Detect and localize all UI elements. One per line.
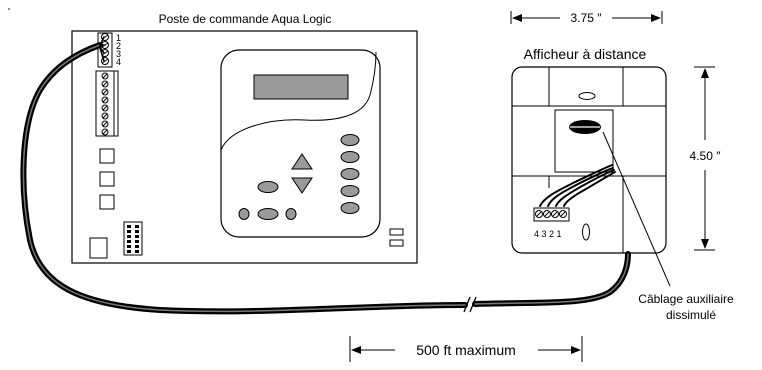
control-unit: Poste de commande Aqua Logic 1 2 3 4 (71, 12, 418, 264)
hidden-wiring-label-1: Câblage auxiliaire (638, 292, 734, 306)
keypad-button (257, 208, 279, 220)
component-square-1 (99, 148, 115, 164)
svg-text:4: 4 (116, 57, 121, 67)
keypad-module (220, 49, 381, 238)
component-led-1 (389, 228, 404, 236)
arrow-down-icon (291, 177, 313, 194)
keypad-button (257, 181, 279, 193)
remote-display: Afficheur à distance 4 3 2 1 (511, 46, 667, 254)
arrow-up-icon (291, 153, 313, 170)
component-square-3 (99, 194, 115, 210)
terminal-block-remote (533, 207, 570, 222)
height-dimension-label: 4.50 ″ (690, 149, 722, 163)
keypad-button (340, 134, 360, 146)
width-dimension-label: 3.75 ″ (571, 11, 603, 25)
interconnect-cable (20, 36, 631, 315)
svg-text:2: 2 (116, 41, 121, 51)
dimension-height: 4.50 ″ (690, 66, 722, 251)
keypad-button (340, 151, 360, 163)
cable-length-dimension: 500 ft maximum (349, 336, 583, 362)
terminal-numbers-control: 1 2 3 4 (116, 33, 121, 67)
hidden-wiring-callout: Câblage auxiliaire dissimulé (602, 131, 734, 322)
terminal-numbers-remote: 4 3 2 1 (534, 229, 562, 239)
cable-length-label: 500 ft maximum (416, 342, 516, 358)
stray-dot (8, 8, 10, 10)
keypad-button (340, 185, 360, 197)
component-square-4 (89, 237, 108, 259)
cable-break-mark (463, 296, 477, 313)
component-led-2 (389, 239, 404, 247)
keypad-button (340, 202, 360, 214)
component-square-2 (99, 171, 115, 187)
svg-text:1: 1 (116, 33, 121, 43)
control-unit-title: Poste de commande Aqua Logic (159, 12, 332, 26)
internal-wires (539, 164, 616, 207)
keypad-button (285, 208, 297, 220)
terminal-strip (95, 70, 119, 137)
remote-display-title: Afficheur à distance (524, 46, 647, 62)
svg-text:3: 3 (116, 49, 121, 59)
mounting-hole-top (578, 92, 596, 100)
dimension-width: 3.75 ″ (510, 11, 663, 25)
mounting-hole-bottom (582, 223, 590, 241)
keypad-button (340, 168, 360, 180)
lcd-display (253, 74, 349, 100)
aux-wiring-panel (554, 109, 614, 173)
hidden-wiring-label-2: dissimulé (666, 308, 716, 322)
connector-header (123, 221, 143, 256)
keypad-button (238, 208, 250, 220)
